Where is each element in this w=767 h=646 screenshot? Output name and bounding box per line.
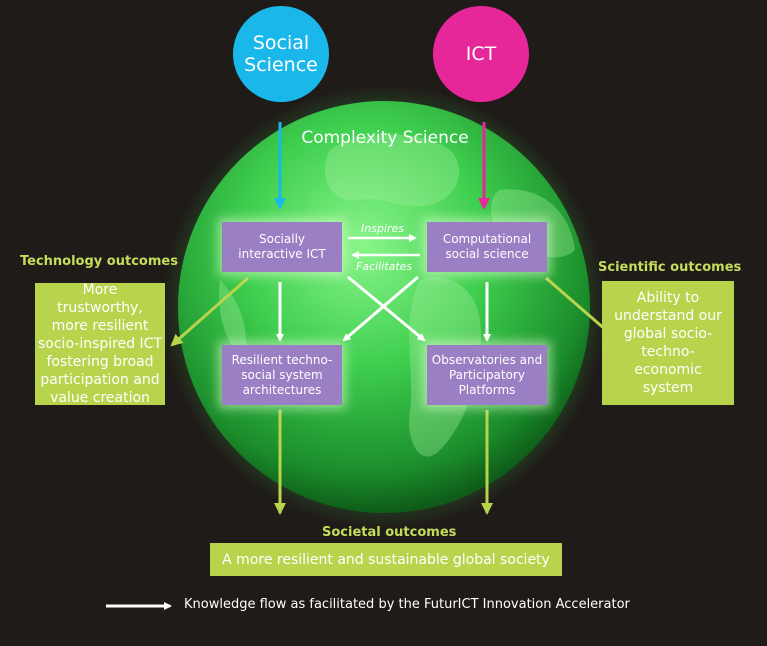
legend-text: Knowledge flow as facilitated by the Fut… bbox=[184, 597, 630, 612]
societal-outcomes-heading: Societal outcomes bbox=[322, 525, 457, 540]
socially-interactive-ict-box: Socially interactive ICT bbox=[222, 222, 342, 272]
center-title: Complexity Science bbox=[301, 128, 469, 148]
cross-arrow-down-right bbox=[347, 275, 426, 342]
scientific-outcomes-text: Ability to understand our global socio-t… bbox=[614, 290, 722, 396]
observatories-label: Observatories and Participatory Platform… bbox=[431, 352, 543, 397]
computational-social-science-label: Computational social science bbox=[442, 232, 532, 261]
ict-label: ICT bbox=[465, 43, 497, 65]
social-science-label: Social Science bbox=[244, 32, 318, 76]
technology-outcomes-box: More trustworthy, more resilient socio-i… bbox=[35, 282, 165, 406]
technology-outcomes-text: More trustworthy, more resilient socio-i… bbox=[38, 282, 163, 406]
computational-social-science-box: Computational social science bbox=[427, 222, 547, 272]
societal-outcomes-box: A more resilient and sustainable global … bbox=[210, 543, 562, 576]
societal-outcomes-text: A more resilient and sustainable global … bbox=[222, 551, 550, 568]
ict-circle: ICT bbox=[433, 6, 529, 102]
inspires-label: Inspires bbox=[361, 222, 405, 235]
observatories-box: Observatories and Participatory Platform… bbox=[427, 345, 547, 405]
social-science-circle: Social Science bbox=[233, 6, 329, 102]
resilient-architectures-box: Resilient techno-social system architect… bbox=[222, 345, 342, 405]
scientific-outcomes-heading: Scientific outcomes bbox=[598, 260, 742, 275]
technology-outcomes-heading: Technology outcomes bbox=[20, 254, 178, 269]
cross-arrow-down-left bbox=[342, 275, 419, 342]
technology-outcome-arrow bbox=[170, 276, 249, 347]
resilient-architectures-label: Resilient techno-social system architect… bbox=[231, 352, 333, 397]
facilitates-label: Facilitates bbox=[356, 260, 413, 273]
socially-interactive-ict-label: Socially interactive ICT bbox=[238, 232, 326, 261]
scientific-outcomes-box: Ability to understand our global socio-t… bbox=[602, 281, 734, 405]
